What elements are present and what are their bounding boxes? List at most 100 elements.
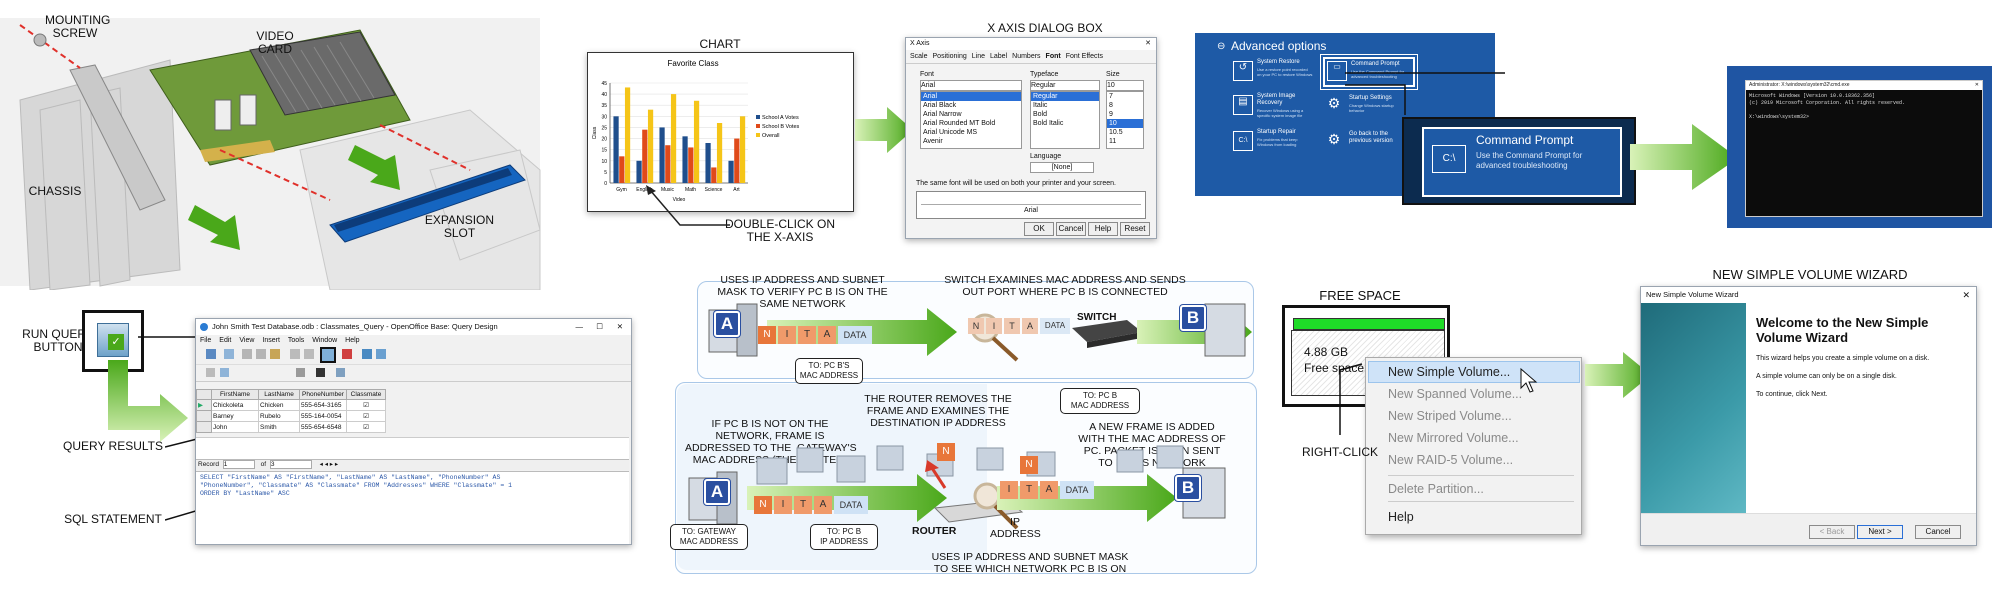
list-item[interactable]: Bold	[1033, 111, 1048, 118]
redo-icon[interactable]	[304, 349, 314, 359]
next-button[interactable]: Next >	[1857, 525, 1903, 539]
cell[interactable]: John	[211, 421, 259, 433]
cell[interactable]: Barney	[211, 410, 259, 422]
cell[interactable]: 555-654-6548	[299, 421, 347, 433]
tab-numbers[interactable]: Numbers	[1012, 53, 1041, 60]
cancel-button[interactable]: Cancel	[1915, 525, 1961, 539]
close-icon[interactable]: ✕	[616, 322, 623, 331]
cell[interactable]: Chicken	[258, 399, 300, 411]
menu-new-mirrored-volume[interactable]: New Mirrored Volume...	[1388, 431, 1519, 445]
list-item[interactable]: Bold Italic	[1033, 120, 1064, 127]
cancel-button[interactable]: Cancel	[1056, 222, 1086, 236]
maximize-icon[interactable]: ☐	[596, 322, 603, 331]
clear-query-icon[interactable]	[342, 349, 352, 359]
list-item[interactable]: 10.5	[1109, 129, 1123, 136]
add-table-icon[interactable]	[376, 349, 386, 359]
tab-line[interactable]: Line	[971, 53, 985, 60]
minimize-icon[interactable]: —	[575, 322, 584, 331]
list-item[interactable]: 7	[1109, 93, 1113, 100]
cell[interactable]: Rubelo	[258, 410, 300, 422]
option-startup-settings[interactable]: ⚙ Startup Settings Change Windows startu…	[1323, 93, 1411, 119]
tab-font[interactable]: Font	[1045, 53, 1061, 60]
menu-edit[interactable]: Edit	[219, 337, 232, 344]
save-record-icon[interactable]	[206, 368, 215, 377]
edit-data-icon[interactable]	[220, 368, 229, 377]
table-row[interactable]: John Smith 555-654-6548 ☑	[196, 421, 386, 433]
command-prompt-tile[interactable]: C:\ Command Prompt Use the Command Promp…	[1422, 127, 1622, 197]
list-item[interactable]: Arial Unicode MS	[923, 129, 978, 136]
tab-font-effects[interactable]: Font Effects	[1065, 53, 1103, 60]
size-input[interactable]: 10	[1106, 80, 1144, 91]
run-query-icon[interactable]: ✓	[97, 323, 129, 357]
back-button[interactable]: < Back	[1809, 525, 1855, 539]
cell[interactable]: Smith	[258, 421, 300, 433]
record-nav-icons[interactable]: ◂ ◂ ▸ ▸	[319, 461, 339, 468]
back-arrow-icon[interactable]: ⊖	[1217, 41, 1226, 52]
run-query-button[interactable]	[320, 347, 336, 363]
list-item[interactable]: Italic	[1033, 102, 1048, 109]
list-item[interactable]: Regular	[1031, 92, 1099, 101]
find-icon[interactable]	[316, 368, 325, 377]
classmate-checkbox[interactable]: ☑	[346, 421, 386, 433]
menu-window[interactable]: Window	[312, 337, 338, 344]
list-item[interactable]: Avenir	[923, 138, 943, 145]
font-input[interactable]: Arial	[920, 80, 1022, 91]
tab-scale[interactable]: Scale	[910, 53, 928, 60]
classmate-checkbox[interactable]: ☑	[346, 399, 386, 411]
copy-icon[interactable]	[256, 349, 266, 359]
menu-delete-partition[interactable]: Delete Partition...	[1388, 482, 1484, 496]
menu-new-raid5-volume[interactable]: New RAID-5 Volume...	[1388, 453, 1514, 467]
column-header[interactable]: FirstName	[211, 389, 259, 400]
list-item[interactable]: Arial	[921, 92, 1021, 101]
sql-editor[interactable]: SELECT "FirstName" AS "FirstName", "Last…	[196, 471, 629, 544]
reset-button[interactable]: Reset	[1120, 222, 1150, 236]
sort-icon[interactable]	[296, 368, 305, 377]
font-list[interactable]: Arial Arial Black Arial Narrow Arial Rou…	[920, 91, 1022, 149]
menu-view[interactable]: View	[239, 337, 255, 344]
option-go-back[interactable]: ⚙ Go back to the previous version	[1323, 129, 1411, 155]
list-item[interactable]: 9	[1109, 111, 1113, 118]
table-row[interactable]: Barney Rubelo 555-164-0054 ☑	[196, 410, 386, 422]
menu-file[interactable]: File	[200, 337, 212, 344]
ok-button[interactable]: OK	[1024, 222, 1054, 236]
cut-icon[interactable]	[242, 349, 252, 359]
option-system-restore[interactable]: ↺ System Restore Use a restore point rec…	[1233, 59, 1313, 85]
close-icon[interactable]: ✕	[1974, 82, 1979, 88]
cell[interactable]: 555-654-3165	[299, 399, 347, 411]
list-item[interactable]: 8	[1109, 102, 1113, 109]
language-select[interactable]: [None]	[1030, 162, 1094, 173]
list-item[interactable]: Arial Narrow	[923, 111, 962, 118]
column-header[interactable]: Classmate	[346, 389, 386, 400]
save-icon[interactable]	[206, 349, 216, 359]
help-button[interactable]: Help	[1088, 222, 1118, 236]
paste-icon[interactable]	[270, 349, 280, 359]
table-row[interactable]: ▶ Chickoleta Chicken 555-654-3165 ☑	[196, 399, 386, 411]
cell[interactable]: 555-164-0054	[299, 410, 347, 422]
cmd-prompt[interactable]: X:\windows\system32>	[1749, 114, 1810, 120]
edit-icon[interactable]	[224, 349, 234, 359]
typeface-input[interactable]: Regular	[1030, 80, 1100, 91]
undo-icon[interactable]	[290, 349, 300, 359]
design-view-icon[interactable]	[362, 349, 372, 359]
column-header[interactable]: PhoneNumber	[299, 389, 347, 400]
list-item[interactable]: 11	[1109, 138, 1117, 145]
menu-new-simple-volume[interactable]: New Simple Volume...	[1388, 365, 1511, 379]
list-item[interactable]: 10	[1107, 119, 1143, 128]
menu-new-striped-volume[interactable]: New Striped Volume...	[1388, 409, 1512, 423]
column-header[interactable]: LastName	[258, 389, 300, 400]
menu-insert[interactable]: Insert	[262, 337, 280, 344]
filter-icon[interactable]	[336, 368, 345, 377]
option-command-prompt[interactable]: ▭ Command Prompt Use the Command Prompt …	[1320, 54, 1418, 90]
tab-label[interactable]: Label	[990, 53, 1008, 60]
menu-new-spanned-volume[interactable]: New Spanned Volume...	[1388, 387, 1523, 401]
record-input[interactable]: 1	[222, 460, 255, 469]
classmate-checkbox[interactable]: ☑	[346, 410, 386, 422]
tab-positioning[interactable]: Positioning	[932, 53, 967, 60]
cell[interactable]: Chickoleta	[211, 399, 259, 411]
close-icon[interactable]: ✕	[1145, 40, 1151, 47]
close-icon[interactable]: ✕	[1962, 290, 1970, 300]
menu-help[interactable]: Help	[345, 337, 360, 344]
typeface-list[interactable]: Regular Italic Bold Bold Italic	[1030, 91, 1100, 149]
size-list[interactable]: 7 8 9 10 10.5 11	[1106, 91, 1144, 149]
menu-help[interactable]: Help	[1388, 510, 1414, 524]
